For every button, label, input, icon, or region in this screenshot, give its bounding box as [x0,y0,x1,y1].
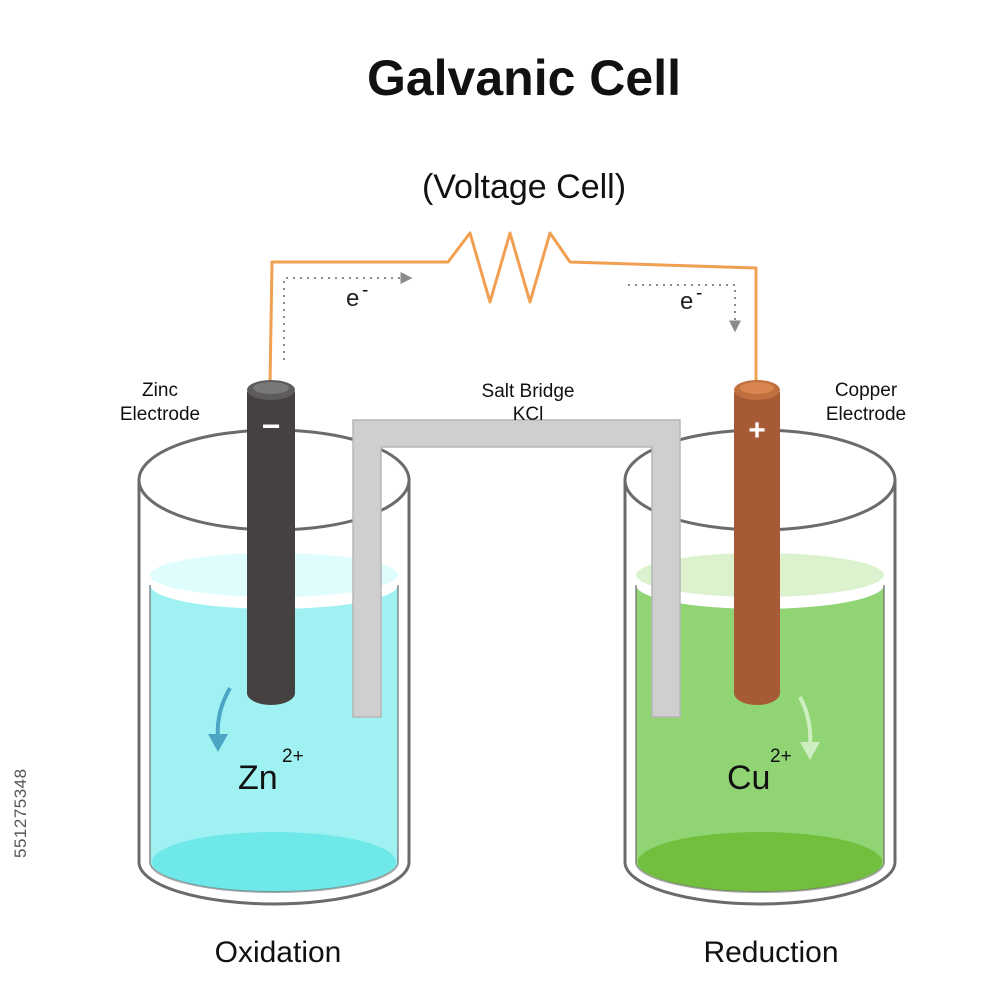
copper-solution [636,585,884,890]
copper-ion-label: Cu [727,759,770,797]
copper-beaker-glass [623,480,897,906]
diagram-title: Galvanic Cell [367,50,681,106]
ion-flow-arrow-icon-left [208,686,232,752]
copper-beaker [623,428,897,906]
electron-charge-left: - [362,280,368,301]
ion-flow-arrow-icon-right [798,696,820,760]
diagram-subtitle: (Voltage Cell) [422,168,626,206]
copper-positive-sign: + [748,414,766,447]
zinc-label: Zinc [142,380,178,401]
oxidation-caption: Oxidation [215,936,342,969]
copper-solution-bottom [638,832,882,892]
zinc-ion-charge: 2+ [282,746,304,767]
copper-label-line2: Electrode [826,404,906,425]
zinc-beaker [137,428,411,906]
copper-electrode [734,380,780,705]
salt-bridge [352,419,681,718]
electron-charge-right: - [696,283,702,304]
electron-label-right: e [680,288,693,315]
zinc-solution-bottom [152,832,396,892]
zinc-electrode [247,380,295,705]
copper-label: Copper [835,380,898,401]
zinc-ion-label: Zn [238,759,278,797]
zinc-solution [150,585,398,890]
zinc-label-line2: Electrode [120,404,200,425]
zinc-negative-sign: − [262,408,281,444]
salt-bridge-label: Salt Bridge [482,381,575,402]
external-wire [268,231,758,386]
copper-ion-charge: 2+ [770,746,792,767]
electron-label-left: e [346,285,359,312]
zinc-beaker-glass [137,480,411,906]
electron-flow-arrow-icon-right [628,284,741,333]
stock-id-label: 551275348 [11,768,30,858]
salt-bridge-compound-label: KCl [513,404,544,425]
reduction-caption: Reduction [703,936,838,969]
